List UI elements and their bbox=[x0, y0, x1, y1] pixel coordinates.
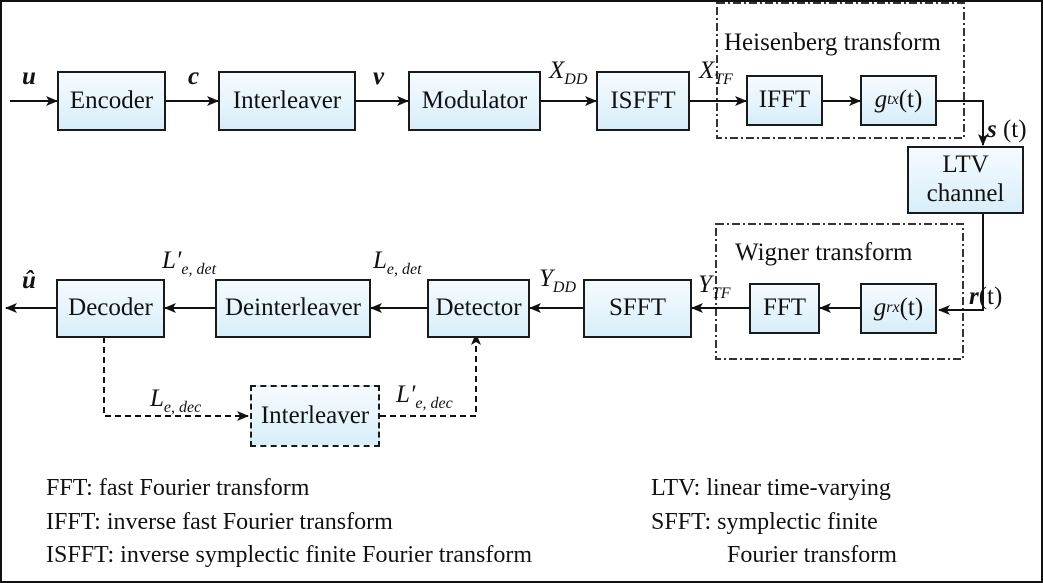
ydd-main: Y bbox=[539, 265, 553, 292]
decoder-block: Decoder bbox=[56, 279, 165, 338]
signal-le-dec: Le, dec bbox=[150, 386, 201, 416]
arrow-ltv-grx bbox=[938, 214, 984, 315]
signal-u: u bbox=[22, 63, 36, 90]
lp-e-det-sub: e, det bbox=[181, 261, 217, 278]
legend-right-0: LTV: linear time-varying bbox=[651, 475, 891, 501]
ltv-line1: LTV bbox=[942, 151, 989, 179]
heisenberg-title: Heisenberg transform bbox=[724, 29, 941, 56]
s-main: s bbox=[987, 116, 997, 143]
xdd-main: X bbox=[549, 57, 565, 84]
ifft-block: IFFT bbox=[746, 75, 823, 126]
fft-block: FFT bbox=[749, 283, 820, 334]
sfft-block: SFFT bbox=[583, 279, 692, 338]
lp-e-dec-sub: e, dec bbox=[415, 395, 453, 412]
xtf-sub: TF bbox=[714, 71, 733, 88]
wigner-title: Wigner transform bbox=[735, 239, 913, 266]
signal-xtf: XTF bbox=[699, 58, 733, 88]
signal-ydd: YDD bbox=[539, 266, 576, 296]
signal-lp-e-det: L′e, det bbox=[162, 248, 216, 278]
gtx-arg: (t) bbox=[898, 86, 923, 114]
legend-left-2: ISFFT: inverse symplectic finite Fourier… bbox=[46, 542, 533, 568]
arrow-gtx-ltv bbox=[937, 100, 988, 146]
grx-sub: rx bbox=[886, 299, 900, 317]
signal-v: v bbox=[373, 63, 385, 90]
signal-xdd: XDD bbox=[549, 58, 587, 88]
heisenberg-frame bbox=[716, 2, 965, 139]
ltv-line2: channel bbox=[926, 180, 1005, 207]
isfft-block: ISFFT bbox=[596, 71, 690, 131]
signal-uhat: û bbox=[22, 267, 36, 294]
gtx-g: g bbox=[874, 86, 888, 114]
signal-r: r(t) bbox=[969, 284, 1002, 309]
grx-arg: (t) bbox=[899, 294, 924, 322]
signal-ytf: YTF bbox=[698, 272, 731, 302]
r-main: r bbox=[969, 283, 979, 310]
interleaver-block: Interleaver bbox=[218, 71, 356, 131]
gtx-sub: tx bbox=[887, 91, 899, 109]
ydd-sub: DD bbox=[552, 279, 577, 296]
ytf-main: Y bbox=[698, 271, 712, 298]
detector-block: Detector bbox=[427, 279, 530, 338]
feedback-interleaver-block: Interleaver bbox=[250, 385, 380, 447]
wigner-frame bbox=[715, 223, 964, 360]
modulator-block: Modulator bbox=[408, 71, 541, 131]
lp-e-dec-main: L′ bbox=[396, 381, 416, 408]
lp-e-det-main: L′ bbox=[162, 247, 182, 274]
ytf-sub: TF bbox=[711, 285, 731, 302]
encoder-block: Encoder bbox=[57, 71, 166, 131]
xtf-main: X bbox=[699, 57, 715, 84]
signal-s: s (t) bbox=[987, 117, 1027, 142]
r-arg: (t) bbox=[978, 283, 1003, 310]
le-det-sub: e, det bbox=[386, 261, 422, 278]
legend-left-1: IFFT: inverse fast Fourier transform bbox=[46, 509, 393, 535]
signal-le-det: Le, det bbox=[373, 248, 422, 278]
arrow-decoder-interleaver2 bbox=[103, 337, 249, 421]
le-dec-main: L bbox=[150, 385, 164, 412]
signal-lp-e-dec: L′e, dec bbox=[396, 382, 453, 412]
grx-g: g bbox=[873, 294, 887, 322]
deinterleaver-block: Deinterleaver bbox=[215, 279, 371, 338]
legend-left-0: FFT: fast Fourier transform bbox=[46, 475, 310, 501]
xdd-sub: DD bbox=[564, 71, 588, 88]
arrow-interleaver2-detector bbox=[380, 333, 481, 417]
ltv-channel-block: LTV channel bbox=[907, 146, 1024, 214]
legend-right-2: Fourier transform bbox=[727, 542, 897, 568]
s-arg: (t) bbox=[1002, 116, 1027, 143]
signal-c: c bbox=[188, 63, 200, 90]
le-dec-sub: e, dec bbox=[163, 399, 202, 416]
legend-right-1: SFFT: symplectic finite bbox=[651, 509, 878, 535]
le-det-main: L bbox=[373, 247, 387, 274]
